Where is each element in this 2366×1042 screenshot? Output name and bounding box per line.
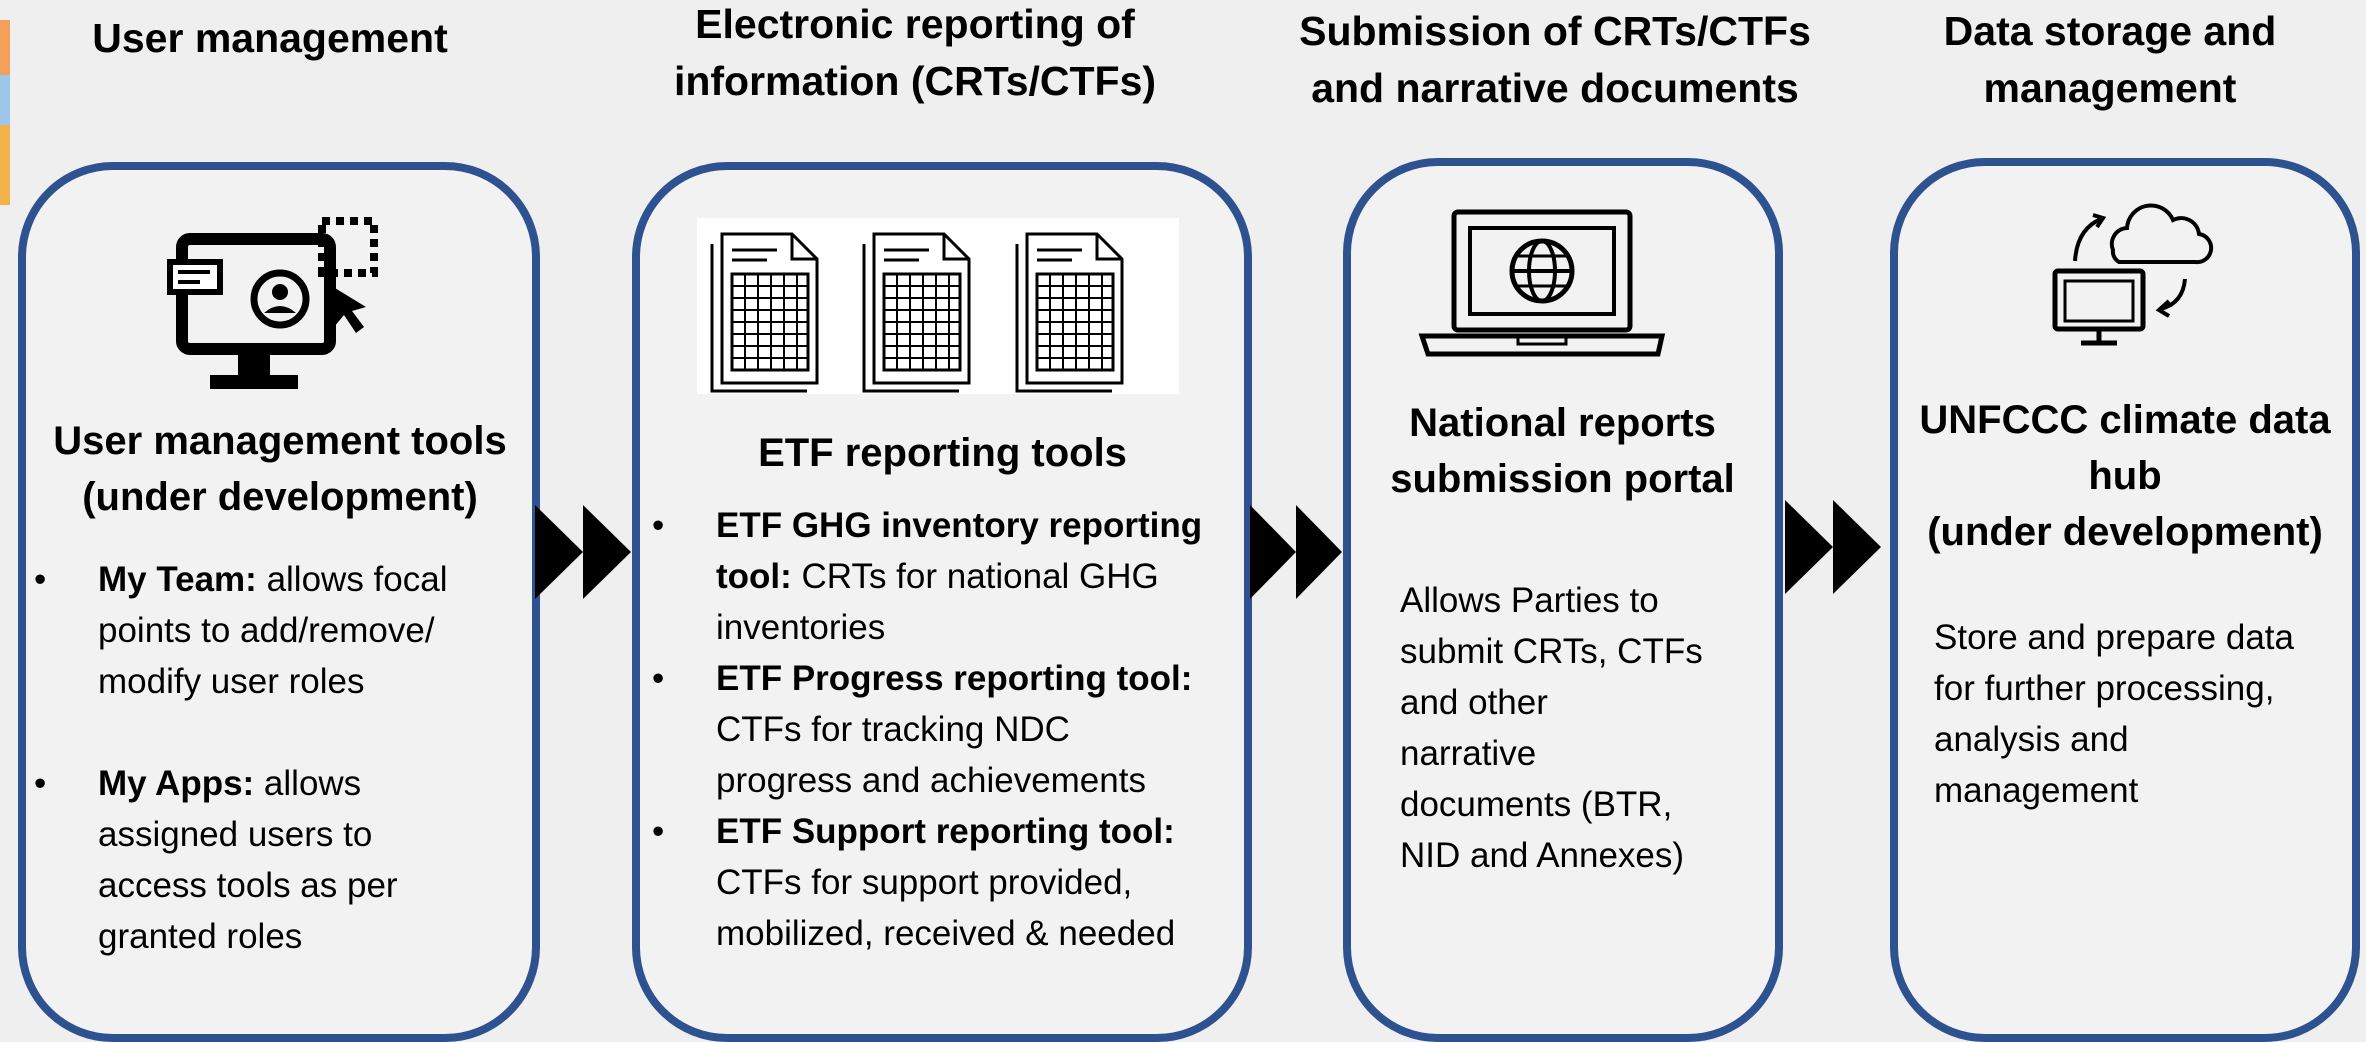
flow-arrow-3	[1785, 500, 1881, 594]
user-management-bullets: • My Team: allows focal points to add/re…	[30, 554, 530, 962]
cloud-sync-monitor-icon	[2052, 203, 2214, 346]
user-management-monitor-icon	[167, 217, 378, 389]
laptop-globe-icon	[1418, 209, 1666, 357]
heading-submission: Submission of CRTs/CTFs and narrative do…	[1299, 8, 1811, 112]
heading-user-management: User management	[92, 15, 448, 61]
climate-data-hub-description: Store and prepare data for further proce…	[1934, 618, 2294, 810]
bullet-my-apps: • My Apps: allows assigned users to acce…	[34, 764, 398, 956]
panel-title-user-management: User management tools (under development…	[53, 419, 507, 519]
bullet-my-team: • My Team: allows focal points to add/re…	[34, 560, 448, 701]
edge-decoration	[0, 125, 10, 205]
heading-data-storage: Data storage and management	[1943, 8, 2277, 112]
bullet-ghg-inventory-tool: • ETF GHG inventory reporting tool: CRTs…	[652, 506, 1203, 647]
etf-tools-bullets: • ETF GHG inventory reporting tool: CRTs…	[648, 500, 1248, 959]
flow-arrow-1	[535, 505, 631, 599]
edge-decoration	[0, 20, 10, 75]
submission-portal-description: Allows Parties to submit CRTs, CTFs and …	[1400, 581, 1703, 875]
heading-electronic-reporting: Electronic reporting of information (CRT…	[673, 1, 1157, 105]
panel-title-climate-data-hub: UNFCCC climate data hub (under developme…	[1919, 398, 2331, 554]
bullet-progress-tool: • ETF Progress reporting tool: CTFs for …	[652, 659, 1193, 800]
flow-arrow-2	[1250, 505, 1342, 599]
panel-title-etf-reporting: ETF reporting tools	[758, 431, 1127, 475]
bullet-support-tool: • ETF Support reporting tool: CTFs for s…	[652, 812, 1176, 953]
edge-decoration	[0, 75, 10, 125]
panel-title-submission-portal: National reports submission portal	[1390, 401, 1735, 501]
spreadsheet-documents-icon	[697, 218, 1179, 394]
panel-climate-data-hub	[1890, 158, 2360, 1042]
